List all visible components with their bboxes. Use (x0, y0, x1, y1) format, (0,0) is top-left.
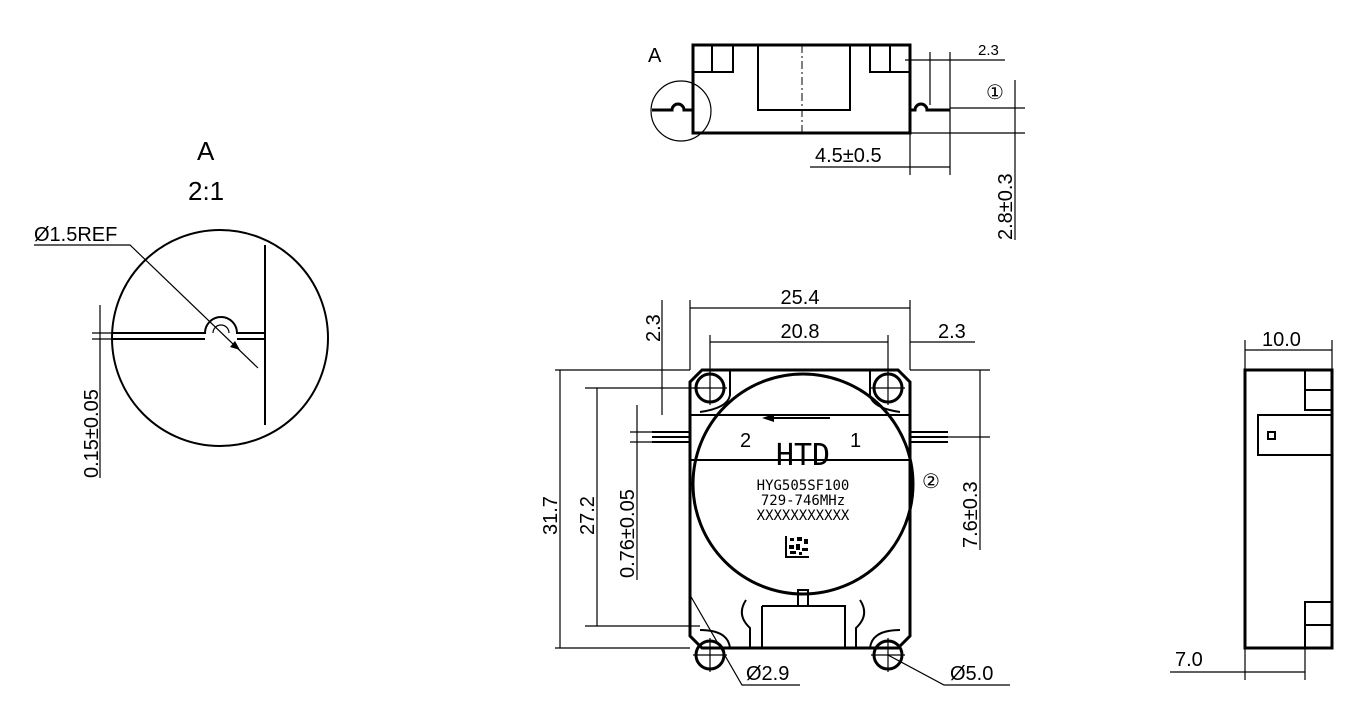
pin-height-label: 2.8±0.3 (995, 173, 1017, 240)
detail-scale: 2:1 (188, 176, 224, 206)
brand-label: HTD (776, 438, 830, 473)
hole-spacing-y-label: 27.2 (577, 496, 599, 535)
front-view: 2 1 HTD HYG505SF100 729-746MHz XXXXXXXXX… (540, 287, 1010, 686)
hole-diameter-label: Ø2.9 (746, 663, 789, 685)
side-view: 10.0 7.0 (1170, 329, 1334, 680)
pad-diameter-label: Ø5.0 (950, 663, 993, 685)
note-marker-2: ② (922, 471, 940, 493)
pin-position-label: 7.6±0.3 (960, 481, 982, 548)
hole-spacing-x-label: 20.8 (781, 321, 820, 343)
port-1-label: 1 (850, 430, 861, 452)
datamatrix-code (785, 536, 809, 558)
height-overall-label: 31.7 (540, 496, 562, 535)
edge-offset-top-label: 2.3 (643, 314, 665, 342)
detail-view-a: A 2:1 Ø1.5REF 0.15±0.05 (34, 136, 329, 478)
ferrite-disc (691, 372, 915, 596)
pin-width-label: 2.3 (978, 42, 999, 59)
top-view: A 2.3 ① 4.5±0.5 2.8±0.3 (648, 42, 1025, 240)
diameter-ref-label: Ø1.5REF (34, 224, 117, 246)
serial-label: XXXXXXXXXXX (757, 508, 850, 524)
mounting-holes (693, 370, 905, 672)
width-overall-label: 25.4 (781, 287, 820, 309)
port-2-label: 2 (740, 430, 751, 452)
frequency-label: 729-746MHz (761, 493, 845, 509)
detail-marker: A (648, 45, 662, 67)
detail-label: A (197, 136, 215, 166)
pin-thickness-label: 0.76±0.05 (617, 489, 639, 578)
model-label: HYG505SF100 (757, 478, 850, 494)
depth-label: 10.0 (1262, 329, 1301, 351)
edge-offset-right-label: 2.3 (938, 321, 966, 343)
note-marker-1: ① (986, 82, 1004, 104)
thickness-label: 0.15±0.05 (81, 389, 103, 478)
pin-length-label: 4.5±0.5 (815, 145, 882, 167)
connector-offset-label: 7.0 (1175, 649, 1203, 671)
